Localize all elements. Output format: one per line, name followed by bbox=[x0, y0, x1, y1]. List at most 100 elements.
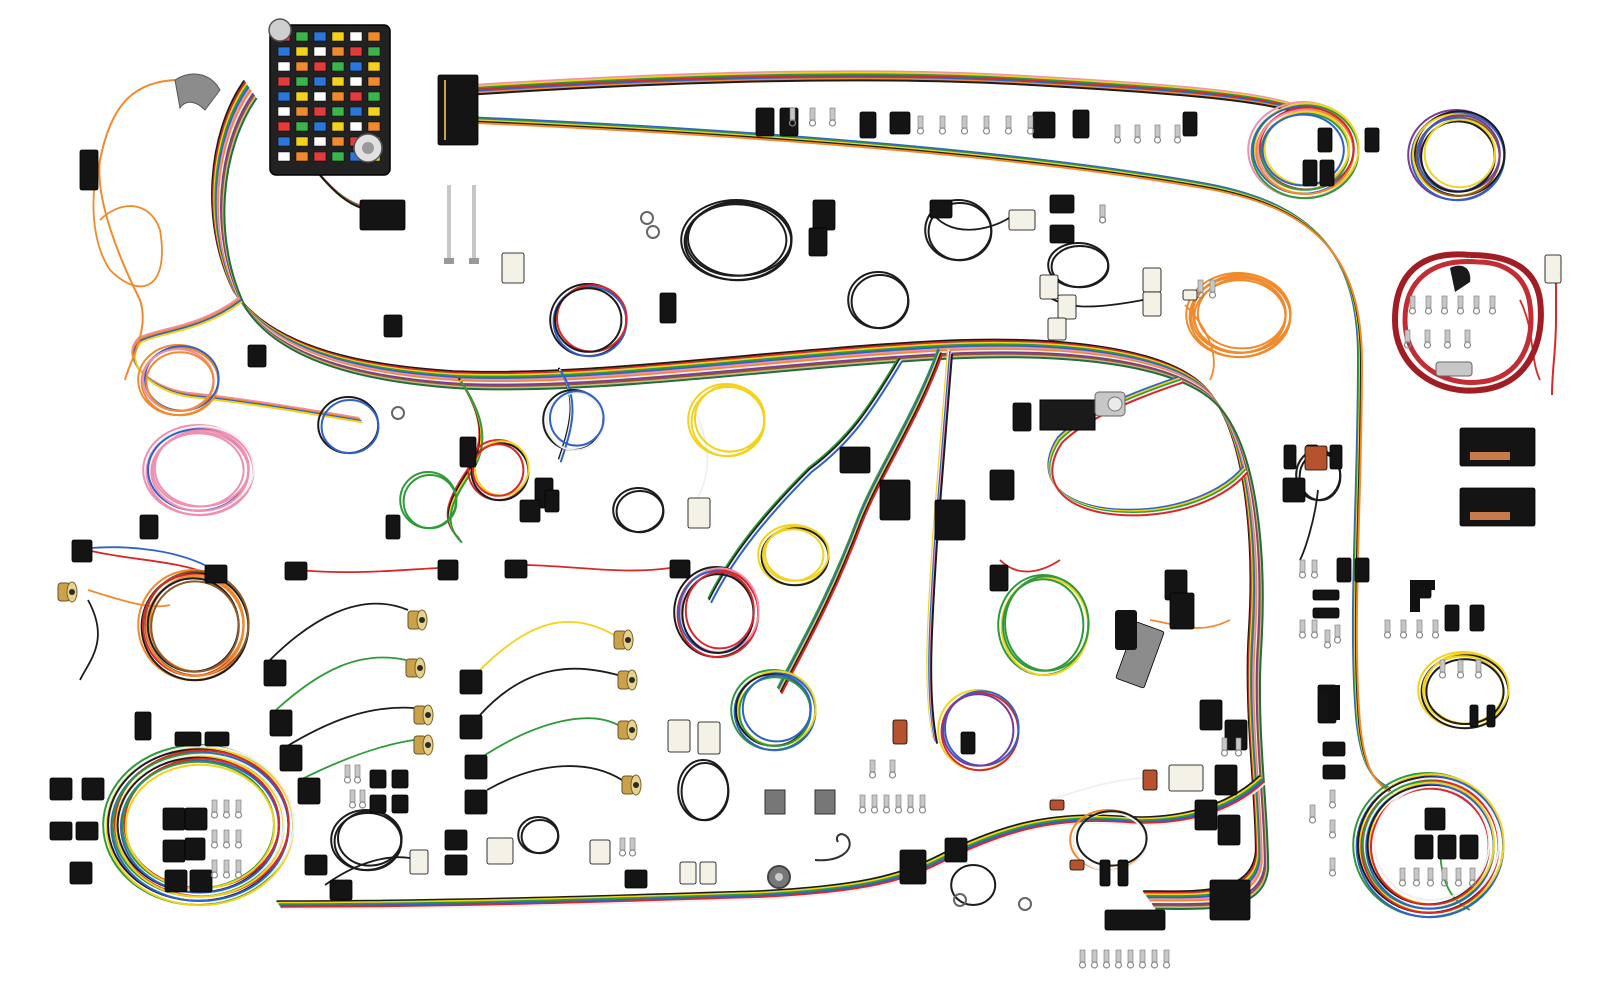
bolt-head-1 bbox=[444, 258, 454, 264]
terminal-ring bbox=[1173, 136, 1182, 144]
coil-red-small bbox=[467, 439, 530, 502]
black-connector bbox=[71, 539, 93, 563]
fuse bbox=[277, 136, 291, 147]
terminal-barrel bbox=[1464, 329, 1471, 343]
terminal-ring bbox=[1126, 961, 1135, 969]
wire-strand bbox=[780, 353, 943, 694]
wires-layer bbox=[79, 70, 1557, 911]
terminal-barrel bbox=[1416, 619, 1423, 633]
black-connector bbox=[1312, 607, 1340, 619]
black-connector bbox=[624, 869, 648, 889]
terminal bbox=[1456, 659, 1465, 679]
white-connector bbox=[1057, 294, 1077, 320]
coil-loop bbox=[145, 351, 215, 413]
coil-loop bbox=[942, 693, 1015, 767]
terminal-ring bbox=[358, 801, 367, 809]
light-socket bbox=[617, 669, 638, 691]
terminal-barrel bbox=[1457, 295, 1464, 309]
black-connector bbox=[297, 777, 321, 805]
wire-strand bbox=[707, 356, 900, 599]
fuse bbox=[277, 106, 291, 117]
black-connector bbox=[49, 777, 73, 801]
light-socket bbox=[621, 774, 642, 796]
wire-strand bbox=[466, 71, 1299, 108]
black-connector bbox=[989, 469, 1015, 501]
light-socket bbox=[405, 657, 426, 679]
white-connector bbox=[409, 849, 429, 875]
angle-boot bbox=[1410, 580, 1435, 612]
orange-lead-wire bbox=[98, 79, 181, 381]
terminal-barrel bbox=[223, 829, 230, 843]
fuse bbox=[295, 121, 309, 132]
terminal-ring bbox=[1438, 671, 1447, 679]
black-connector bbox=[459, 436, 477, 468]
white-connector bbox=[501, 252, 525, 284]
black-connector bbox=[164, 869, 188, 893]
terminal-barrel bbox=[235, 859, 242, 873]
black-connector bbox=[1354, 557, 1370, 583]
black-connector bbox=[1169, 592, 1195, 630]
wire-tail bbox=[299, 739, 415, 781]
terminal bbox=[1488, 295, 1497, 315]
terminal bbox=[343, 764, 352, 784]
terminal-ring bbox=[1090, 961, 1099, 969]
terminal-ring bbox=[788, 119, 797, 127]
coil-multicolor-center bbox=[673, 566, 760, 659]
black-connector bbox=[174, 731, 202, 747]
terminal bbox=[1454, 867, 1463, 887]
black-connector bbox=[464, 789, 488, 815]
terminal bbox=[1468, 867, 1477, 887]
terminal bbox=[868, 759, 877, 779]
wire-strand bbox=[930, 353, 953, 744]
coil-loop bbox=[680, 762, 730, 822]
terminal bbox=[1423, 329, 1432, 349]
angle-boot bbox=[1318, 685, 1340, 720]
coil-black-small-6 bbox=[677, 759, 730, 822]
terminal-ring bbox=[1424, 307, 1433, 315]
terminal-ring bbox=[1463, 341, 1472, 349]
wire-strand bbox=[465, 70, 1298, 107]
terminal-barrel bbox=[1424, 329, 1431, 343]
terminal bbox=[222, 859, 231, 879]
terminal bbox=[1298, 559, 1307, 579]
terminal-ring bbox=[906, 806, 915, 814]
terminal-barrel bbox=[1235, 737, 1242, 751]
wire-strand bbox=[777, 348, 940, 689]
black-connector bbox=[369, 794, 387, 814]
black-connector bbox=[1049, 224, 1075, 244]
coil-purple-right bbox=[1407, 109, 1506, 202]
black-connector bbox=[269, 709, 293, 737]
bolt-head-2 bbox=[469, 258, 479, 264]
terminal-barrel bbox=[1473, 295, 1480, 309]
coil-orange-bottom-left bbox=[137, 569, 250, 682]
terminal-barrel bbox=[235, 829, 242, 843]
terminal-ring bbox=[1153, 136, 1162, 144]
terminal-ring bbox=[353, 776, 362, 784]
terminal-ring bbox=[882, 806, 891, 814]
terminal-barrel bbox=[829, 107, 836, 121]
white-connector bbox=[1008, 209, 1036, 231]
terminal bbox=[1328, 819, 1337, 839]
terminal-barrel bbox=[1099, 204, 1106, 218]
coil-black-small-8 bbox=[517, 816, 560, 855]
fuse bbox=[277, 151, 291, 162]
terminal bbox=[858, 794, 867, 814]
terminal-ring bbox=[222, 841, 231, 849]
black-connector bbox=[1469, 604, 1485, 632]
terminal bbox=[1474, 659, 1483, 679]
fuse bbox=[277, 46, 291, 57]
fuse bbox=[331, 46, 345, 57]
socket-hole bbox=[417, 665, 423, 671]
fuse bbox=[367, 31, 381, 42]
black-connector bbox=[49, 821, 73, 841]
small-relay-gray-2 bbox=[814, 789, 836, 815]
terminal bbox=[1310, 559, 1319, 579]
coil-blue-small bbox=[317, 396, 380, 455]
terminal-ring bbox=[1443, 341, 1452, 349]
left-branch-1 bbox=[131, 296, 363, 424]
terminal-ring bbox=[1328, 831, 1337, 839]
terminal-barrel bbox=[983, 115, 990, 129]
terminal-ring bbox=[938, 127, 947, 135]
terminal bbox=[1412, 867, 1421, 887]
black-connector bbox=[1032, 111, 1056, 139]
